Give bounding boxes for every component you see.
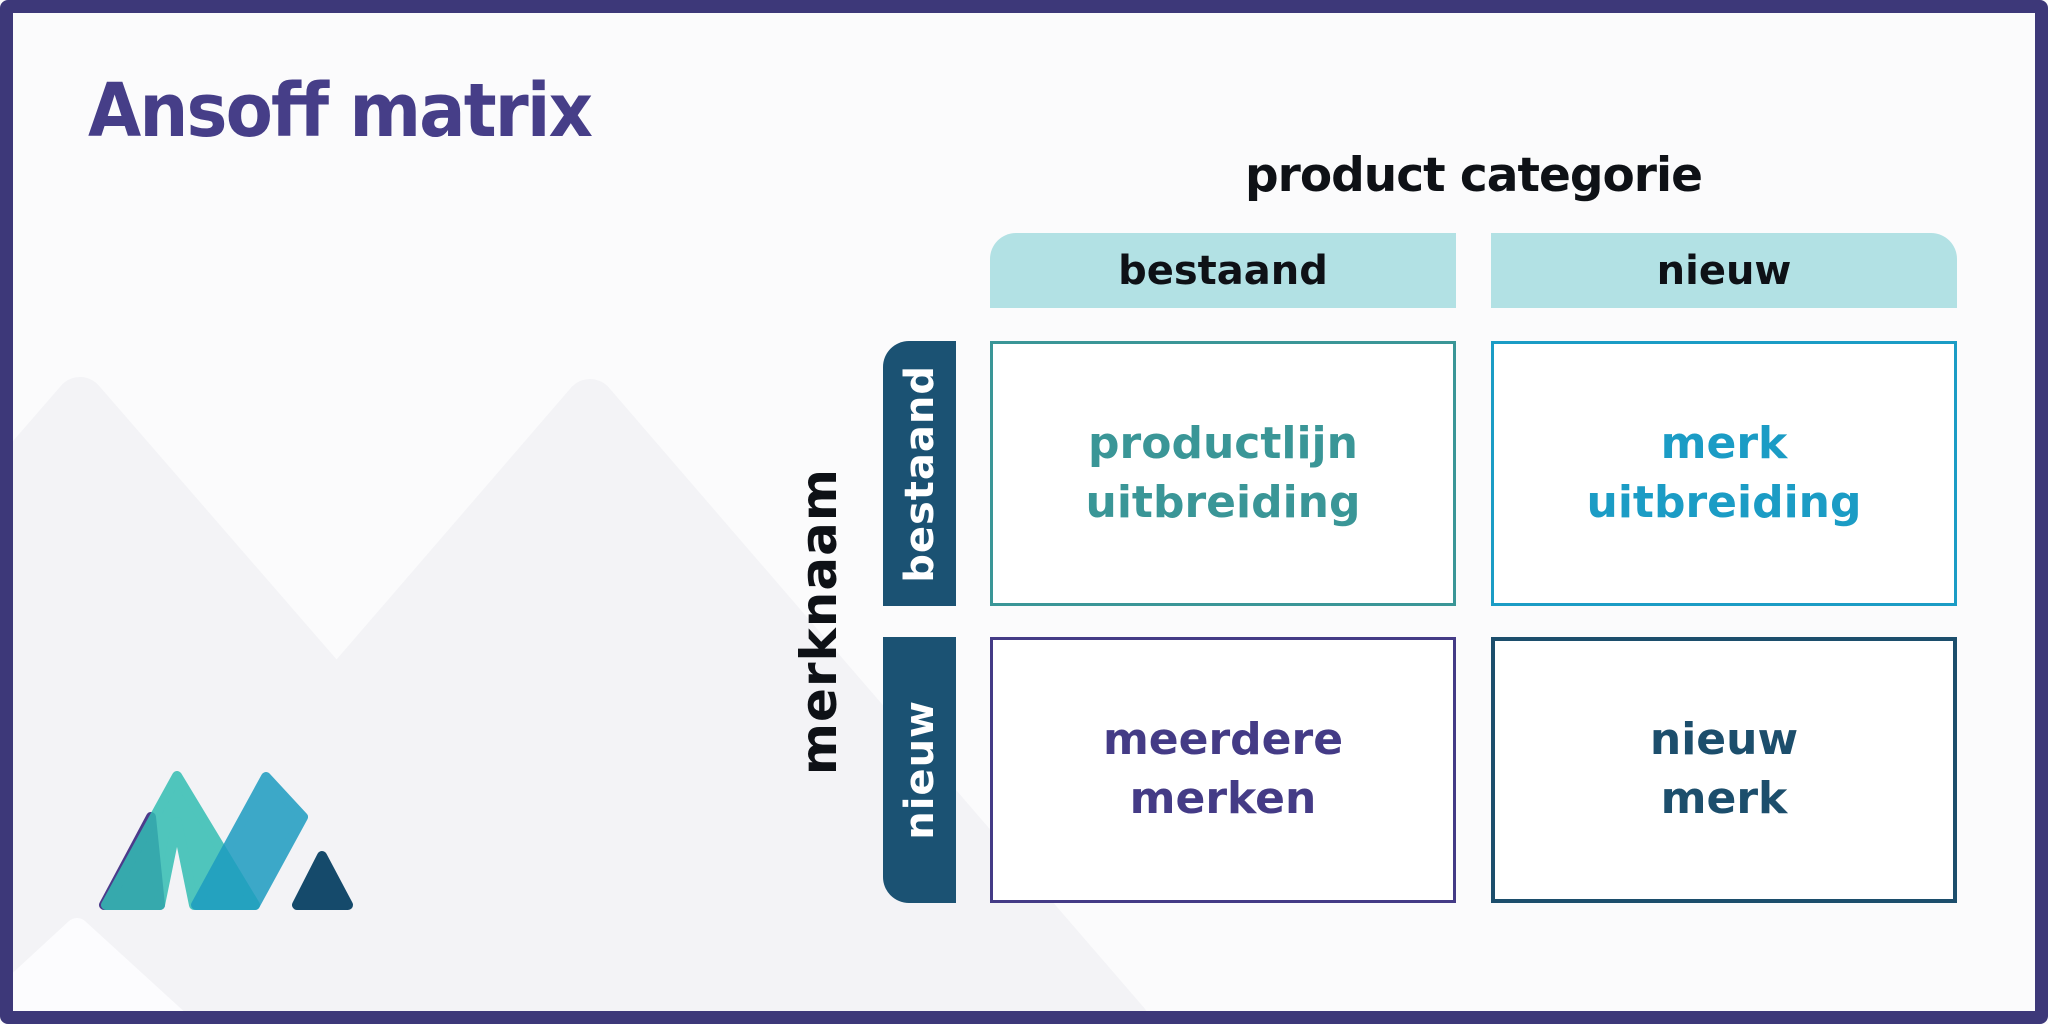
row-header-label: nieuw	[896, 700, 943, 840]
column-header-label: nieuw	[1656, 247, 1792, 294]
matrix-cell-text: nieuw merk	[1649, 714, 1799, 824]
row-axis-label-text: merknaam	[790, 468, 848, 776]
row-header-bestaand: bestaand	[883, 341, 956, 606]
logo-mountain-m	[99, 771, 353, 910]
column-header-label: bestaand	[1118, 247, 1328, 294]
row-header-nieuw: nieuw	[883, 637, 956, 903]
matrix-cell-bottom-right: nieuw merk	[1491, 637, 1957, 903]
column-header-bestaand: bestaand	[990, 233, 1456, 308]
matrix-cell-bottom-left: meerdere merken	[990, 637, 1456, 903]
column-axis-label: product categorie	[1245, 148, 1703, 203]
matrix-cell-top-left: productlijn uitbreiding	[990, 341, 1456, 606]
column-header-nieuw: nieuw	[1491, 233, 1957, 308]
matrix-cell-text: productlijn uitbreiding	[1085, 417, 1361, 528]
row-axis-label: merknaam	[786, 341, 852, 903]
page-title: Ansoff matrix	[88, 68, 593, 154]
logo-cyan-peak	[191, 772, 308, 910]
matrix-cell-top-right: merk uitbreiding	[1491, 341, 1957, 606]
row-header-label: bestaand	[896, 364, 943, 583]
watermark-mountain-small-white	[0, 918, 192, 1024]
matrix-cell-text: merk uitbreiding	[1586, 417, 1862, 528]
logo-navy-triangle	[292, 851, 353, 910]
matrix-cell-text: meerdere merken	[1102, 714, 1344, 824]
